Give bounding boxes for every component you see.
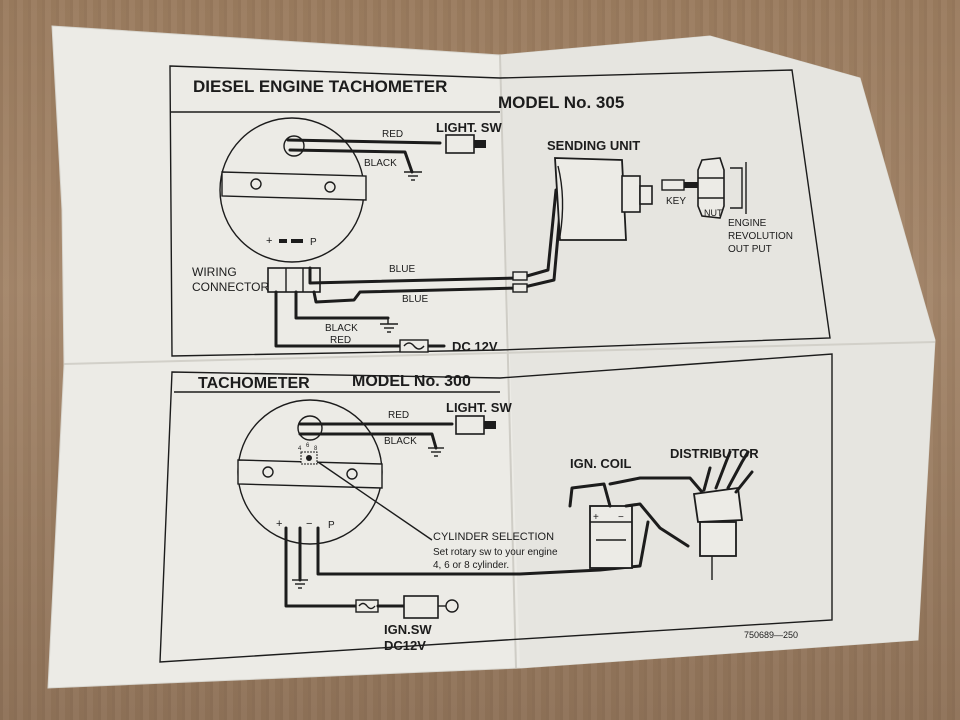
- paper-fold-horizontal: [63, 341, 936, 365]
- paper-fold-vertical: [499, 54, 517, 669]
- distributor-cap: [692, 486, 744, 523]
- panel-model-305: DIESEL ENGINE TACHOMETER MODEL No. 305 +…: [169, 65, 831, 357]
- distributor-body: [699, 521, 737, 557]
- terminal-bar-2: [291, 239, 303, 243]
- label-dc12v-305: DC 12V: [452, 339, 498, 354]
- distributor-leads: [702, 450, 754, 494]
- ground-symbol-light-300: [428, 447, 444, 457]
- ground-symbol-connector-305: [380, 318, 398, 333]
- label-red-305: RED: [382, 129, 403, 140]
- panel-model-300: TACHOMETER MODEL No. 300 4 6 8 + − P RED…: [159, 353, 833, 663]
- coil-minus: −: [618, 512, 624, 523]
- label-blue-2: BLUE: [402, 294, 428, 305]
- part-number: 750689—250: [744, 630, 798, 640]
- title-diesel-tachometer: DIESEL ENGINE TACHOMETER: [193, 77, 447, 96]
- label-light-sw-305: LIGHT. SW: [436, 120, 502, 135]
- light-socket-300: [297, 415, 323, 441]
- label-wiring: WIRING: [192, 265, 237, 279]
- wire-coil-loop: [568, 482, 612, 508]
- rotary-sw-8: 8: [314, 446, 318, 452]
- label-cylinder-selection: CYLINDER SELECTION: [433, 531, 554, 543]
- ignition-coil: [589, 505, 633, 569]
- key-part-tip: [684, 182, 700, 188]
- label-light-sw-300: LIGHT. SW: [446, 400, 512, 415]
- label-distributor: DISTRIBUTOR: [670, 446, 759, 461]
- light-switch-knob-300: [484, 421, 496, 429]
- ignition-switch: [403, 595, 439, 619]
- engine-output-bracket: [730, 167, 743, 209]
- terminal-minus-300: −: [306, 518, 312, 530]
- mounting-bracket-305: [221, 171, 367, 201]
- bracket-hole-right-300: [346, 468, 358, 480]
- label-nut: NUT: [704, 208, 723, 218]
- label-dc12v-300: DC12V: [384, 638, 426, 653]
- title-model-300: MODEL No. 300: [352, 373, 471, 390]
- light-switch-knob-305: [474, 140, 486, 148]
- rotary-sw-6: 6: [306, 443, 310, 449]
- label-red-power-305: RED: [330, 335, 351, 346]
- wire-p-coil: [316, 520, 650, 576]
- nut-part: [697, 157, 725, 219]
- wire-plus-ignsw: [284, 526, 358, 608]
- label-black-300: BLACK: [384, 436, 417, 447]
- ignition-switch-knob: [445, 599, 459, 613]
- title-tachometer: TACHOMETER: [198, 375, 310, 392]
- wire-black-light-300: [298, 432, 438, 450]
- label-sending-unit: SENDING UNIT: [547, 138, 640, 153]
- wire-coil-distributor: [624, 502, 690, 548]
- title-model-305: MODEL No. 305: [498, 93, 624, 112]
- fuse-element-305: [403, 342, 425, 350]
- panel-300-border: [159, 353, 833, 663]
- label-ign-sw: IGN.SW: [384, 622, 432, 637]
- label-black-ground-305: BLACK: [325, 323, 358, 334]
- ground-symbol-terminal-300: [292, 579, 308, 589]
- wire-coil-distributor-hv: [608, 476, 704, 494]
- bracket-hole-right: [324, 181, 336, 193]
- blue-wire-terminal-2: [512, 283, 528, 293]
- terminal-bar-1: [279, 239, 287, 243]
- wiring-connector: [267, 267, 321, 293]
- blue-wire-terminal-1: [512, 271, 528, 281]
- sending-unit-body: [554, 157, 627, 241]
- label-red-300: RED: [388, 410, 409, 421]
- wire-red-light-305: [286, 138, 442, 145]
- label-ign-coil: IGN. COIL: [570, 456, 631, 471]
- light-switch-300: [455, 415, 485, 435]
- coil-plus: +: [593, 512, 599, 523]
- panel-305-border: [169, 65, 831, 357]
- ground-symbol-light-305: [404, 171, 422, 181]
- terminal-p-305: P: [310, 237, 317, 248]
- label-key: KEY: [666, 196, 686, 207]
- light-socket-305: [283, 135, 305, 157]
- terminal-plus-300: +: [276, 518, 282, 530]
- sending-unit-neck: [621, 175, 641, 213]
- label-output: OUT PUT: [728, 244, 772, 255]
- rotary-switch-dial: [306, 455, 312, 461]
- wire-red-power-305: [274, 290, 402, 348]
- label-cylinder-line2: 4, 6 or 8 cylinder.: [433, 560, 509, 571]
- wire-black-light-305: [288, 148, 414, 174]
- terminal-p-300: P: [328, 520, 335, 531]
- label-connector: CONNECTOR: [192, 280, 269, 294]
- cylinder-selection-leader: [317, 461, 433, 541]
- bracket-hole-left: [250, 178, 262, 190]
- key-part: [661, 179, 685, 191]
- label-revolution: REVOLUTION: [728, 231, 793, 242]
- label-blue-1: BLUE: [389, 264, 415, 275]
- wire-black-ground-305: [294, 290, 390, 320]
- rotary-sw-4: 4: [298, 446, 302, 452]
- sending-unit-curve: [557, 165, 564, 237]
- sending-unit-shaft: [639, 185, 653, 205]
- light-switch-305: [445, 134, 475, 154]
- label-cylinder-line1: Set rotary sw to your engine: [433, 547, 558, 558]
- label-black-305: BLACK: [364, 158, 397, 169]
- terminal-plus-305: +: [266, 235, 272, 247]
- bracket-hole-left-300: [262, 466, 274, 478]
- fuse-element-300: [358, 602, 376, 610]
- wire-blue-2: [312, 188, 564, 304]
- label-engine: ENGINE: [728, 218, 767, 229]
